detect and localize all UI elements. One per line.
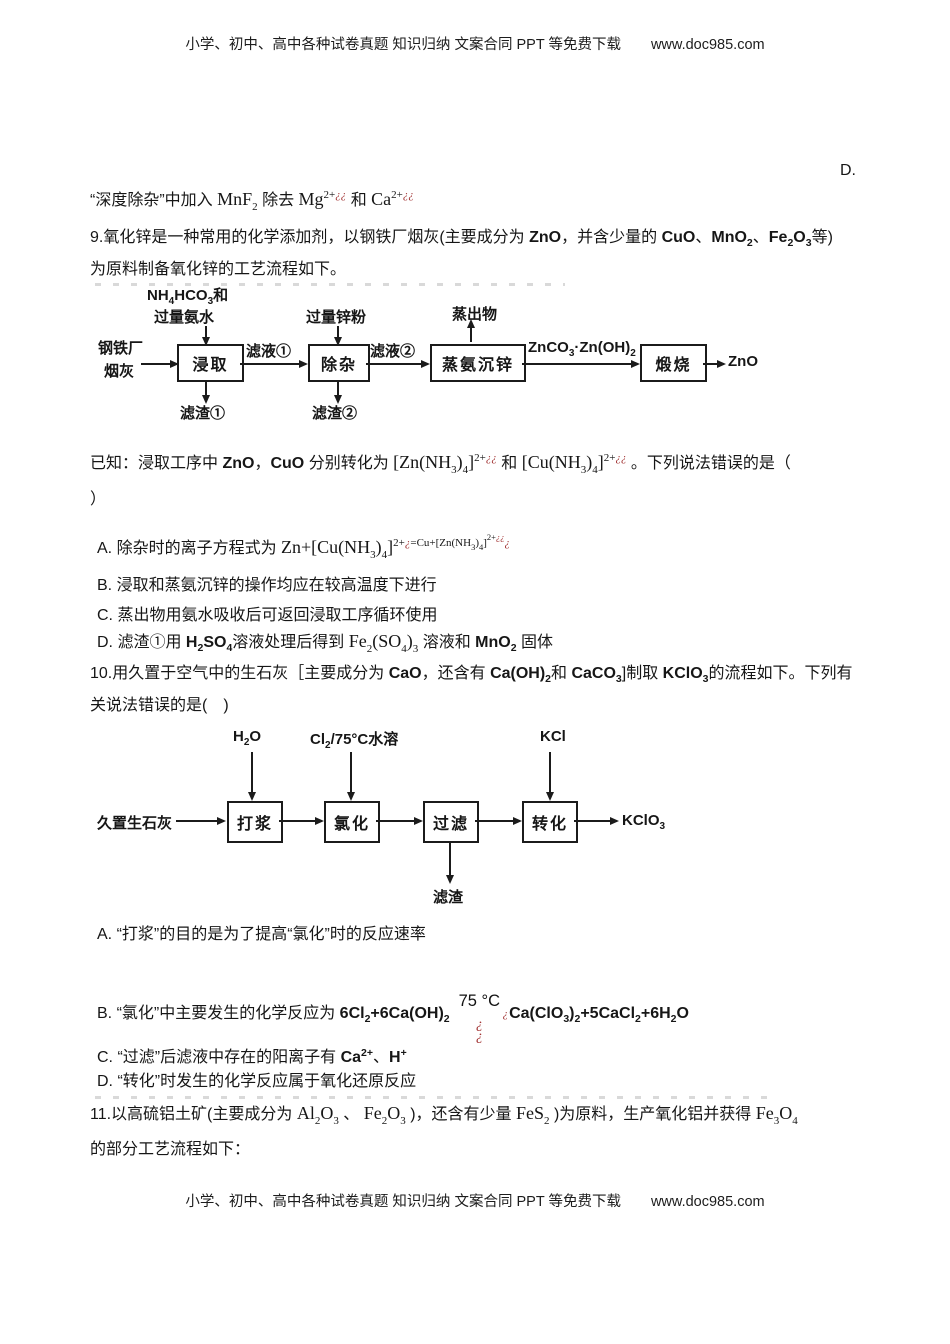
question-10-text-line-2: 关说法错误的是( ) [90,697,229,714]
reaction-arrow-mark-1: ¿ [502,1008,509,1020]
flow2-arrow-chlorinate-to-filter [376,817,423,825]
q10-option-b-pre: B. “氯化”中主要发生的化学反应为 6Cl2+6Ca(OH)2 [97,1004,450,1025]
question-9-text-line-1: 9.氧化锌是一种常用的化学添加剂，以钢铁厂烟灰(主要成分为 ZnO，并含少量的 … [90,229,833,249]
prev-option-d-text: “深度除杂”中加入 MnF2 除去 Mg2+¿¿ 和 Ca2+¿¿ [90,189,414,213]
scan-artifact [95,283,565,286]
flow1-input1-label-line1: NH4HCO3和 [147,287,229,307]
flow1-feed-label-line1: 钢铁厂 [98,340,144,357]
flow1-arrow-residue1-down [202,380,210,404]
flow1-arrow-precip-to-calcine [522,360,640,368]
flow1-arrow-distillate-up [467,319,475,342]
flow1-intermediate-label: ZnCO3·Zn(OH)2 [528,339,636,359]
flow1-arrow-remove-to-precip [366,360,430,368]
question-10-text-line-1: 10.用久置于空气中的生石灰［主要成分为 CaO，还含有 Ca(OH)2和 Ca… [90,665,853,685]
flow1-box-remove-impurity: 除杂 [308,344,370,382]
flow1-arrow-to-output [703,360,726,368]
flow2-feed-label: 久置生石灰 [97,815,173,832]
reaction-arrow-mark-3: ¿ [475,1029,483,1044]
flow1-feed-label-line2: 烟灰 [104,363,135,380]
header-site-url: www.doc985.com [650,37,765,53]
flow2-arrow-to-output [574,817,619,825]
flow1-residue2-label: 滤渣② [312,405,358,422]
flow2-input1-label: H2O [233,728,262,748]
flow2-arrow-input4-down [546,752,554,801]
question-9-known-close-paren: ） [90,491,107,508]
flow1-arrow-feed-to-leach [141,360,179,368]
flow2-input2-label: Cl2/75°C水溶 [310,731,399,751]
flow2-output-label: KClO3 [622,812,666,832]
question-9-known-line: 已知：浸取工序中 ZnO，CuO 分别转化为 [Zn(NH3)4]2+¿¿ 和 … [90,452,791,476]
q10-option-c: C. “过滤”后滤液中存在的阳离子有 Ca2+、H+ [97,1047,407,1066]
flow1-box-calcination: 煅烧 [640,344,707,382]
footer-text: 小学、初中、高中各种试卷真题 知识归纳 文案合同 PPT 等免费下载 [185,1194,621,1210]
flow1-arrow-input2-down [334,326,342,346]
reaction-condition-arrow: 75 °C¿¿¿ [458,992,508,1044]
flow2-input4-label: KCl [540,728,566,745]
flow2-box-conversion: 转化 [522,801,578,843]
flow1-arrow-residue2-down [334,380,342,404]
flow1-input2-label: 过量锌粉 [306,309,367,326]
flow2-arrow-input1-down [248,752,256,801]
flow1-box-ammonia-precipitation: 蒸氨沉锌 [430,344,526,382]
scan-artifact [95,1096,775,1099]
flow1-output-label: ZnO [728,353,758,370]
flow2-box-chlorination: 氯化 [324,801,380,843]
flow1-arrow-input1-down [202,326,210,346]
q10-option-a: A. “打浆”的目的是为了提高“氯化”时的反应速率 [97,926,426,943]
page-footer: 小学、初中、高中各种试卷真题 知识归纳 文案合同 PPT 等免费下载 www.do… [0,1190,950,1211]
flow1-distillate-label: 蒸出物 [452,306,498,323]
flow2-box-pulping: 打浆 [227,801,283,843]
q10-option-b-post: Ca(ClO3)2+5CaCl2+6H2O [509,1004,689,1025]
flow2-box-filtration: 过滤 [423,801,479,843]
q9-option-c: C. 蒸出物用氨水吸收后可返回浸取工序循环使用 [97,607,438,624]
q9-option-b: B. 浸取和蒸氨沉锌的操作均应在较高温度下进行 [97,577,437,594]
flow1-arrow-leach-to-remove [240,360,308,368]
flow2-arrow-feed-to-pulp [176,817,226,825]
prev-option-d-label: D. [840,162,856,179]
question-11-text-line-1: 11.以高硫铝土矿(主要成分为 Al2O3 、 Fe2O3 )，还含有少量 Fe… [90,1103,798,1127]
q9-option-a: A. 除杂时的离子方程式为 Zn+[Cu(NH3)4]2+¿=Cu+[Zn(NH… [97,532,510,561]
flow2-residue-label: 滤渣 [433,889,464,906]
flow1-filtrate1-label: 滤液① [246,343,292,360]
page-header: 小学、初中、高中各种试卷真题 知识归纳 文案合同 PPT 等免费下载 www.do… [0,33,950,54]
reaction-temp-label: 75 °C [458,992,501,1010]
header-text: 小学、初中、高中各种试卷真题 知识归纳 文案合同 PPT 等免费下载 [185,37,621,53]
flow1-input1-label-line2: 过量氨水 [154,309,215,326]
footer-site-url: www.doc985.com [650,1194,765,1210]
question-9-text-line-2: 为原料制备氧化锌的工艺流程如下。 [90,261,347,278]
reaction-arrow-mark-2: ¿ [475,1017,483,1032]
question-11-text-line-2: 的部分工艺流程如下： [90,1141,251,1158]
flow1-residue1-label: 滤渣① [180,405,226,422]
flow1-box-leach: 浸取 [177,344,244,382]
flow2-arrow-input2-down [347,752,355,801]
flow2-arrow-pulp-to-chlorinate [279,817,324,825]
q10-option-d: D. “转化”时发生的化学反应属于氧化还原反应 [97,1073,417,1090]
flow2-arrow-filter-to-convert [475,817,522,825]
q9-option-d: D. 滤渣①用 H2SO4溶液处理后得到 Fe2(SO4)3 溶液和 MnO2 … [97,631,553,655]
flow2-arrow-residue-down [446,841,454,884]
flow1-filtrate2-label: 滤液② [370,343,416,360]
